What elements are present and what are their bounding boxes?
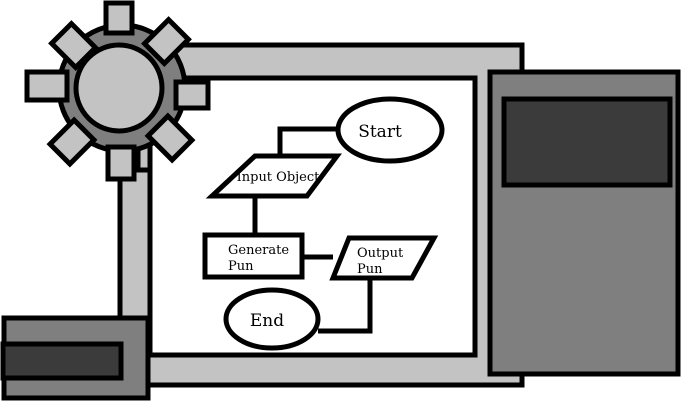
node-input-shape: [205, 153, 342, 199]
node-output-label-line1: Output: [357, 246, 404, 261]
node-generate-label-line1: Generate: [228, 243, 289, 258]
node-start-shape: [335, 96, 445, 164]
edge-output-end: [318, 278, 373, 334]
node-generate-label-line2: Pun: [228, 259, 254, 274]
gear-pipe: [117, 167, 153, 323]
node-generate-shape: [202, 232, 305, 280]
flowchart-connectors: [252, 126, 373, 334]
node-output-label-line2: Pun: [357, 262, 383, 277]
flowchart-labels: Start Input Object Generate Pun Output P…: [228, 122, 404, 331]
gear-hub: [73, 42, 165, 134]
node-end-shape: [223, 287, 321, 351]
right-cabinet: [487, 69, 681, 377]
gear-tooth: [173, 79, 211, 111]
edge-start-input: [277, 126, 340, 156]
node-output-shape: [329, 235, 439, 281]
left-box: [0, 315, 151, 401]
gear-tooth: [141, 16, 192, 67]
right-cabinet-screen: [501, 96, 673, 188]
gear-icon: [24, 0, 211, 182]
gear-tooth: [46, 116, 98, 168]
node-input-label: Input Object: [237, 170, 321, 185]
node-end-label: End: [250, 311, 284, 331]
gear-tooth: [144, 112, 196, 164]
gear-tooth: [24, 69, 70, 103]
flowchart-nodes: [202, 96, 445, 351]
node-start-label: Start: [358, 122, 402, 142]
left-box-slot: [0, 341, 124, 381]
gear-tooth: [103, 0, 135, 36]
gear-tooth: [105, 144, 137, 182]
